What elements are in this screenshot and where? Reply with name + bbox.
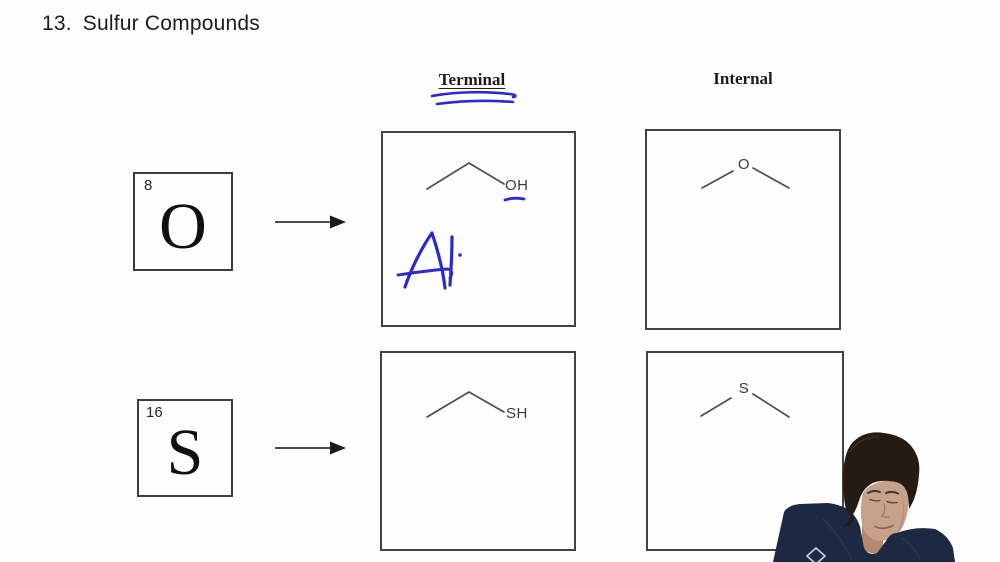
heteroatom-label-s: S bbox=[739, 380, 750, 397]
arrow-right-icon-sulfur bbox=[275, 441, 346, 455]
presenter-hair-strand bbox=[842, 515, 855, 528]
functional-group-label-oh: OH bbox=[505, 177, 529, 194]
presenter-nose bbox=[881, 503, 890, 518]
bond-line bbox=[426, 391, 505, 418]
functional-group-label-sh: SH bbox=[506, 405, 528, 422]
oh-underline-ink bbox=[503, 196, 526, 202]
heteroatom-label-o: O bbox=[738, 156, 750, 173]
atomic-number-oxygen: 8 bbox=[144, 177, 153, 194]
bond-line bbox=[701, 170, 734, 189]
bond-line bbox=[700, 397, 732, 417]
presenter-shirt bbox=[773, 503, 955, 562]
arrow-right-icon-oxygen bbox=[275, 215, 346, 229]
presenter-eye bbox=[886, 500, 898, 504]
ethanethiol-skeletal-structure: SH bbox=[426, 391, 528, 422]
presenter-mouth bbox=[874, 524, 894, 530]
title-text: Sulfur Compounds bbox=[82, 12, 260, 35]
element-symbol-sulfur: S bbox=[166, 416, 204, 489]
dimethyl-ether-skeletal-structure: O bbox=[701, 156, 790, 189]
structure-box-internal-oxygen: O bbox=[645, 129, 841, 330]
presenter-eyebrow bbox=[885, 490, 899, 495]
handwritten-al bbox=[396, 231, 462, 290]
presenter-eyebrow bbox=[867, 489, 881, 494]
title-number: 13. bbox=[42, 12, 72, 35]
page-title: 13. Sulfur Compounds bbox=[42, 12, 260, 36]
structure-box-internal-sulfur: S bbox=[646, 351, 844, 551]
atomic-number-sulfur: 16 bbox=[146, 404, 163, 421]
dimethyl-sulfide-skeletal-structure: S bbox=[700, 380, 790, 418]
bond-line bbox=[426, 162, 505, 190]
element-tile-oxygen: 8 O bbox=[133, 172, 233, 271]
structure-box-terminal-oxygen: OH bbox=[381, 131, 576, 327]
presenter-webcam-figure bbox=[773, 432, 955, 562]
presenter-hair bbox=[842, 432, 920, 516]
ink-dot bbox=[458, 253, 462, 257]
presenter-eye bbox=[869, 498, 881, 502]
bond-line bbox=[752, 167, 790, 189]
structure-box-terminal-sulfur: SH bbox=[380, 351, 576, 551]
ethanol-skeletal-structure: OH bbox=[396, 162, 529, 290]
element-tile-sulfur: 16 S bbox=[137, 399, 233, 497]
column-header-terminal: Terminal bbox=[438, 70, 506, 89]
bond-line bbox=[752, 393, 790, 418]
element-symbol-oxygen: O bbox=[159, 189, 207, 263]
column-header-internal: Internal bbox=[713, 69, 773, 88]
shirt-logo-diamond bbox=[805, 546, 827, 562]
terminal-underline-ink bbox=[430, 90, 517, 106]
